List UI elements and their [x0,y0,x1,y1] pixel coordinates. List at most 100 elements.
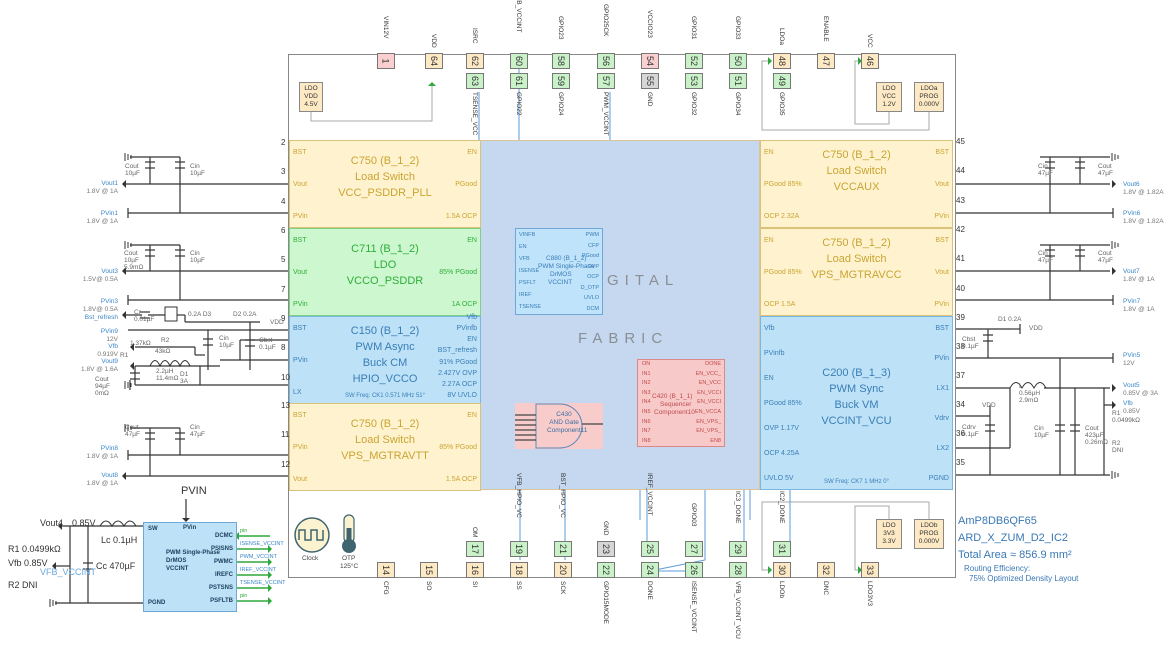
vout4-label: Vout4 [40,518,64,528]
pin-label-gpio32: GPIO32 [690,92,697,116]
c880-pin-en: EN [519,244,527,250]
pin-1[interactable]: 1 [377,53,395,69]
pin-56[interactable]: 56 [597,53,615,69]
pin-49[interactable]: 49 [773,73,791,89]
drmos-net-pwm-vccint[interactable]: PWM_VCCINT [240,554,277,560]
pin-64[interactable]: 64 [425,53,443,69]
pin-51[interactable]: 51 [729,73,747,89]
pin-23[interactable]: 23 [597,541,615,557]
block-pin-en: EN [467,412,477,419]
block-pin-vout: Vout [934,181,949,188]
pin-61[interactable]: 61 [510,73,528,89]
pin-14[interactable]: 14 [377,562,395,578]
pin-60[interactable]: 60 [510,53,528,69]
pin-label-om: OM [471,527,478,538]
pin-58[interactable]: 58 [552,53,570,69]
pin-62[interactable]: 62 [466,53,484,69]
pin-29[interactable]: 29 [729,541,747,557]
pin-30[interactable]: 30 [773,562,791,578]
pin-label-done: DONE [646,581,653,600]
cin7-capacitor-line: 47µF [1038,257,1053,264]
c420-pin-on: ON [642,361,651,367]
pin-24[interactable]: 24 [641,562,659,578]
c430-label[interactable]: C430 AND Gate Component11 [547,411,587,435]
pin-16[interactable]: 16 [466,562,484,578]
pin-53[interactable]: 53 [685,73,703,89]
drmos-pin-pvin: PVin [183,525,197,531]
pin-label-vfb-vccint-vcu: VFB_VCCINT_VCU [734,581,741,639]
pin-26[interactable]: 26 [685,562,703,578]
pin-59[interactable]: 59 [552,73,570,89]
block-pin-bst-refresh: BST_refresh [437,347,477,355]
drmos-net-isense-vccint[interactable]: ISENSE_VCCINT [240,541,284,547]
block-pin-bst: BST [935,325,949,332]
ldo-vdd-l3: 4.5V [304,101,318,108]
pin-25[interactable]: 25 [641,541,659,557]
block-pin-pvin: PVin [293,213,308,220]
drmos-pin-pgnd: PGND [148,600,166,606]
pin-54[interactable]: 54 [641,53,659,69]
pin-63[interactable]: 63 [466,73,484,89]
c880-id: C880 (B_1_2) [546,255,587,262]
pin-28[interactable]: 28 [729,562,747,578]
pin-18[interactable]: 18 [510,562,528,578]
side-pin-number: 45 [956,137,965,146]
c880-pin-uvlo: UVLO [584,295,599,301]
otp-label: OTP [342,555,356,562]
pin-33[interactable]: 33 [861,562,879,578]
pin-number: 57 [600,75,611,87]
pin-21[interactable]: 21 [554,541,572,557]
pin-50[interactable]: 50 [729,53,747,69]
pin-27[interactable]: 27 [685,541,703,557]
drmos-net-pin[interactable]: pin [240,593,248,599]
pin-19[interactable]: 19 [510,541,528,557]
pin-52[interactable]: 52 [685,53,703,69]
pin-47[interactable]: 47 [817,53,835,69]
drmos-net-tsense-vccint[interactable]: TSENSE_VCCINT [240,580,286,586]
c880-pwm-controller[interactable]: C880 (B_1_2) PWM Single-Phase DrMOS VCCI… [515,228,603,315]
block-pin-pvinfb: PVinfb [456,325,478,333]
pin-17[interactable]: 17 [466,541,484,557]
pin-48[interactable]: 48 [773,53,791,69]
block-pin-pvinfb: PVinfb [764,350,785,357]
cout6-capacitor-line: Cout [1098,163,1112,170]
drmos-net-pin[interactable]: pin [240,528,248,534]
pin-46[interactable]: 46 [861,53,879,69]
pin-32[interactable]: 32 [817,562,835,578]
pin-22[interactable]: 22 [597,562,615,578]
pin-number: 18 [513,564,524,576]
pin-label-so: SO [425,581,432,591]
pin-20[interactable]: 20 [554,562,572,578]
ext-net-name: PVin3 [100,298,118,305]
pin-number: 63 [469,75,480,87]
lc-inductor: Lc 0.1µH [101,535,138,545]
pin-15[interactable]: 15 [420,562,438,578]
cr-capacitor-line: Cr [134,309,141,316]
drmos-net-iref-vccint[interactable]: IREF_VCCINT [240,567,277,573]
pin-57[interactable]: 57 [597,73,615,89]
ext-net-name: PVin8 [100,445,118,452]
drmos-block[interactable] [143,522,237,612]
ldo-3v3-l3: 3.3V [882,538,896,545]
pin-55[interactable]: 55 [641,73,659,89]
block-pin-91-pgood: 91% PGood [439,358,477,366]
block-pin-bst: BST [293,412,307,419]
pin-31[interactable]: 31 [773,541,791,557]
